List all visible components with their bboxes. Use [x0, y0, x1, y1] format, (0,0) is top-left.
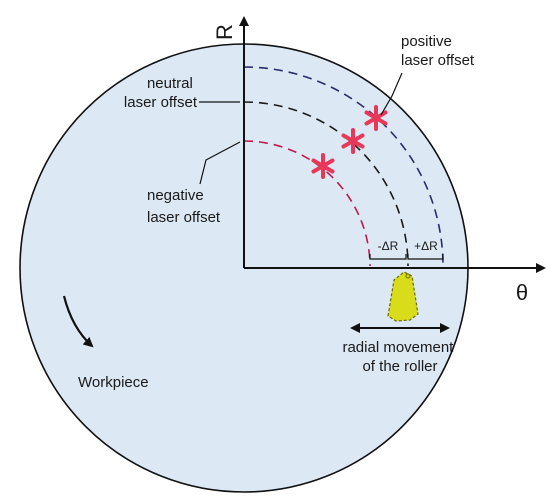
- positive-leader: [380, 72, 403, 116]
- negative-offset-line2: laser offset: [147, 209, 221, 226]
- negative-offset-arc: [243, 140, 371, 267]
- delta-r-brackets: [369, 254, 444, 260]
- roller-shape-icon: [387, 271, 419, 322]
- plus-delta-r-label: +ΔR: [414, 239, 438, 253]
- neutral-offset-line1: neutral: [147, 75, 193, 92]
- neutral-offset-label: neutral laser offset: [124, 75, 198, 111]
- neutral-offset-arc: [243, 101, 409, 267]
- asterisk-icon: [311, 153, 335, 179]
- radial-movement-line2: of the roller: [362, 358, 437, 375]
- negative-leader: [199, 141, 241, 185]
- radial-movement-line1: radial movement: [342, 339, 454, 356]
- positive-offset-arc: [243, 66, 444, 267]
- positive-offset-label: positive laser offset: [401, 33, 475, 69]
- workpiece-label: Workpiece: [78, 374, 149, 391]
- positive-offset-line2: laser offset: [401, 52, 475, 69]
- asterisk-icon: [341, 128, 365, 154]
- curved-arrow-icon: [62, 295, 94, 348]
- negative-offset-line1: negative: [147, 187, 204, 204]
- asterisk-icon: [364, 105, 388, 131]
- negative-offset-label: negative laser offset: [147, 187, 221, 226]
- r-axis-label: R: [212, 24, 237, 40]
- minus-delta-r-label: -ΔR: [378, 239, 399, 253]
- radial-movement-label: radial movement of the roller: [342, 339, 457, 375]
- neutral-offset-line2: laser offset: [124, 94, 198, 111]
- theta-axis-label: θ: [516, 280, 528, 305]
- positive-offset-line1: positive: [401, 33, 452, 50]
